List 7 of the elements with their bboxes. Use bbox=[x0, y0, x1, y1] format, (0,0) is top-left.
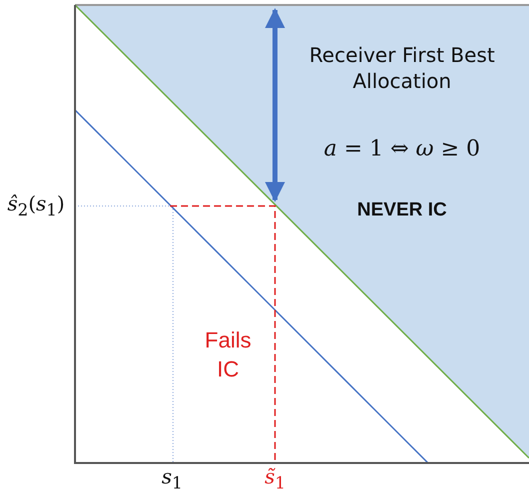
region-note: NEVER IC bbox=[356, 198, 448, 223]
axis-label: s$_{1}$ bbox=[160, 464, 184, 494]
equation: a = 1 ⇔ ω ≥ 0 bbox=[322, 136, 482, 164]
axis-label: ŝ$_{2}$(s$_{1}$) bbox=[6, 190, 66, 222]
region-title: Receiver First Best Allocation bbox=[308, 42, 496, 94]
region-note: Fails IC bbox=[204, 326, 252, 383]
axis-label: s̃$_{1}$ bbox=[264, 464, 286, 494]
